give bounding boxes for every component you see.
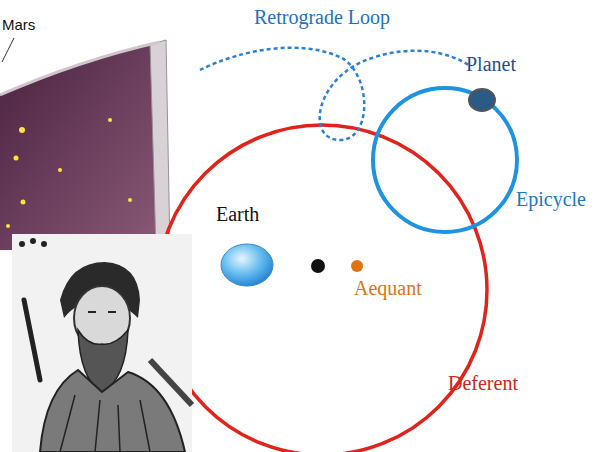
aequant-label: Aequant <box>354 277 422 299</box>
planet-dot <box>469 89 495 111</box>
celestial-sphere <box>0 38 170 250</box>
center-dot <box>311 259 325 273</box>
planet-label: Planet <box>466 53 516 75</box>
leader-line <box>2 38 14 62</box>
ptolemy-portrait <box>12 234 192 452</box>
earth-label: Earth <box>216 203 259 225</box>
deferent-label: Deferent <box>448 372 518 394</box>
epicycle-circle <box>373 88 517 232</box>
earth-globe <box>221 244 273 286</box>
retrograde-path <box>200 48 470 140</box>
sphere-name: Mars <box>2 17 35 34</box>
aequant-dot <box>351 260 363 272</box>
epicycle-label: Epicycle <box>516 188 586 210</box>
deferent-circle <box>157 125 487 452</box>
loop-label: Retrograde Loop <box>254 6 390 28</box>
